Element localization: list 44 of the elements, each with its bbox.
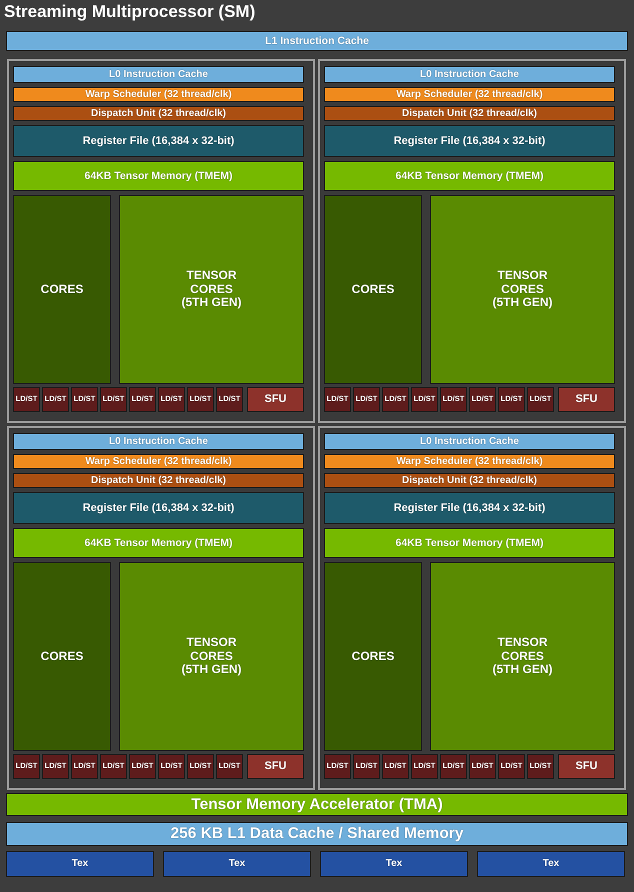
memory-bar: 64KB Tensor Memory (TMEM) [13, 528, 304, 558]
core-block: CORES [13, 562, 111, 751]
core-block: TENSOR CORES (5TH GEN) [430, 562, 615, 751]
special-function-unit: SFU [247, 387, 304, 412]
scheduler-bar: Warp Scheduler (32 thread/clk) [324, 454, 615, 469]
partition-panel [7, 426, 315, 790]
texture-unit: Tex [6, 851, 154, 877]
cache-bar: L0 Instruction Cache [324, 433, 615, 450]
data-cache-bar: 256 KB L1 Data Cache / Shared Memory [6, 822, 628, 846]
register-file-block: Register File (16,384 x 32-bit) [13, 492, 304, 524]
core-block: TENSOR CORES (5TH GEN) [119, 562, 304, 751]
special-function-unit: SFU [558, 754, 615, 779]
memory-bar: 64KB Tensor Memory (TMEM) [324, 528, 615, 558]
dispatch-bar: Dispatch Unit (32 thread/clk) [13, 106, 304, 121]
dispatch-bar: Dispatch Unit (32 thread/clk) [13, 473, 304, 488]
scheduler-bar: Warp Scheduler (32 thread/clk) [13, 454, 304, 469]
texture-unit: Tex [320, 851, 468, 877]
register-file-block: Register File (16,384 x 32-bit) [324, 492, 615, 524]
texture-unit: Tex [163, 851, 311, 877]
core-block: CORES [13, 195, 111, 384]
texture-unit: Tex [477, 851, 625, 877]
cache-bar: L0 Instruction Cache [13, 66, 304, 83]
special-function-unit: SFU [247, 754, 304, 779]
memory-bar: 64KB Tensor Memory (TMEM) [324, 161, 615, 191]
special-function-unit: SFU [558, 387, 615, 412]
core-block: CORES [324, 562, 422, 751]
scheduler-bar: Warp Scheduler (32 thread/clk) [324, 87, 615, 102]
diagram-title: Streaming Multiprocessor (SM) [4, 2, 256, 22]
core-block: TENSOR CORES (5TH GEN) [430, 195, 615, 384]
cache-bar: L1 Instruction Cache [6, 31, 628, 51]
scheduler-bar: Warp Scheduler (32 thread/clk) [13, 87, 304, 102]
cache-bar: L0 Instruction Cache [13, 433, 304, 450]
core-block: CORES [324, 195, 422, 384]
memory-bar: 64KB Tensor Memory (TMEM) [13, 161, 304, 191]
cache-bar: L0 Instruction Cache [324, 66, 615, 83]
accelerator-bar: Tensor Memory Accelerator (TMA) [6, 793, 628, 816]
partition-panel [7, 59, 315, 423]
dispatch-bar: Dispatch Unit (32 thread/clk) [324, 473, 615, 488]
register-file-block: Register File (16,384 x 32-bit) [13, 125, 304, 157]
register-file-block: Register File (16,384 x 32-bit) [324, 125, 615, 157]
dispatch-bar: Dispatch Unit (32 thread/clk) [324, 106, 615, 121]
partition-panel [318, 426, 626, 790]
partition-panel [318, 59, 626, 423]
core-block: TENSOR CORES (5TH GEN) [119, 195, 304, 384]
